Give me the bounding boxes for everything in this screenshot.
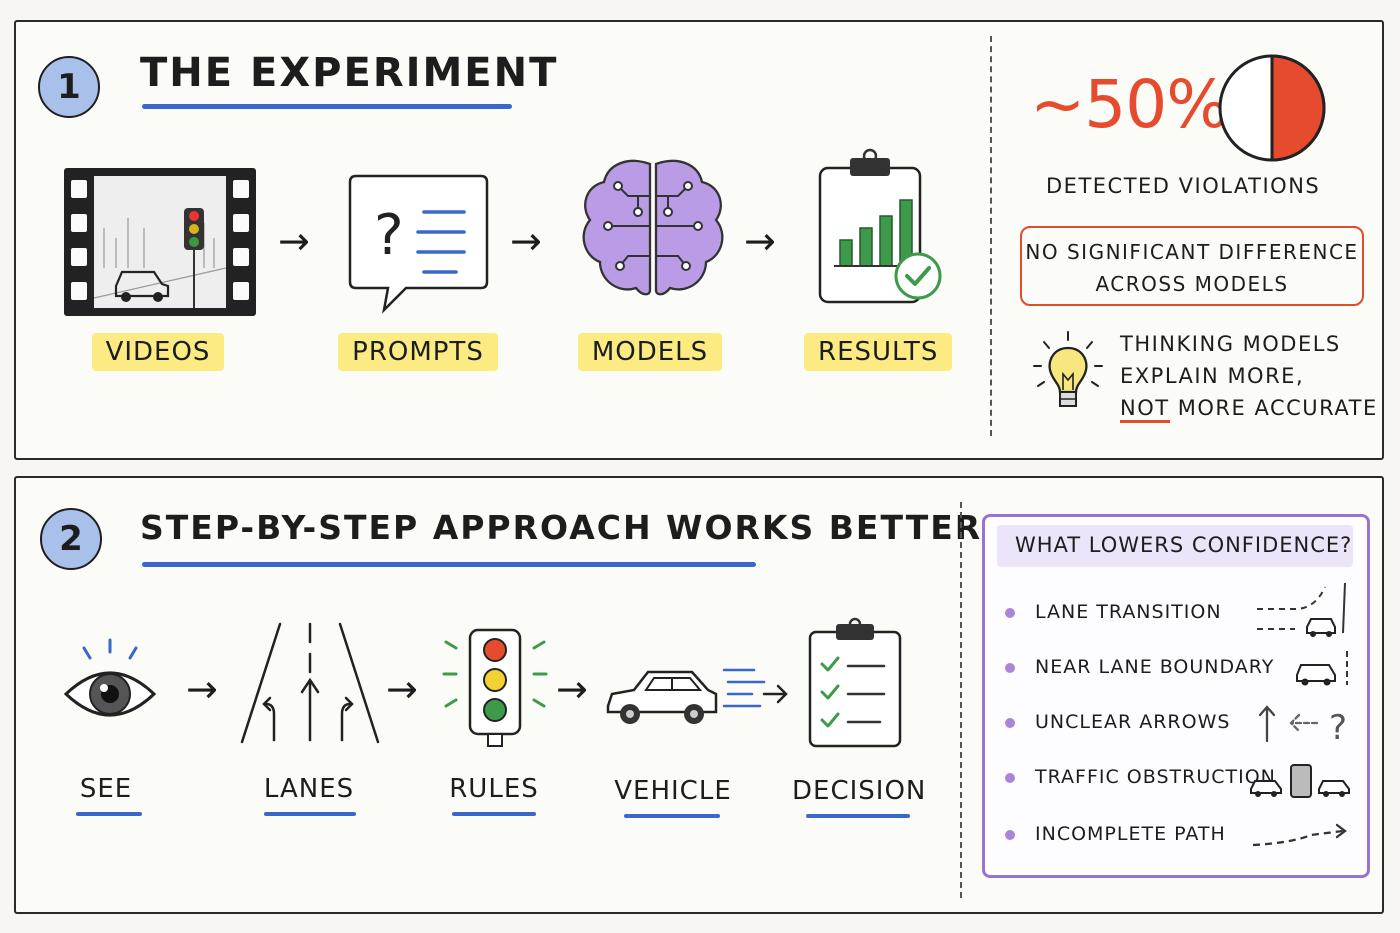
confidence-item-traffic-obstruction: TRAFFIC OBSTRUCTION (1035, 766, 1276, 788)
experiment-panel: 1 THE EXPERIMENT → ? → (14, 20, 1384, 460)
dashed-divider (990, 36, 992, 436)
no-difference-note: NO SIGNIFICANT DIFFERENCE ACROSS MODELS (1020, 226, 1364, 306)
lane-transition-icon (1257, 582, 1346, 637)
confidence-item-lane-transition: LANE TRANSITION (1035, 601, 1222, 623)
insight-not: NOT (1120, 396, 1170, 423)
section2-title: STEP-BY-STEP APPROACH WORKS BETTER (140, 508, 983, 547)
insight-line-2: EXPLAIN MORE, (1120, 364, 1305, 388)
confidence-box: WHAT LOWERS CONFIDENCE? LANE TRANSITION … (982, 514, 1370, 878)
flow-arrow: → (278, 219, 310, 263)
obstruction-icon (1250, 764, 1350, 798)
note-line-1: NO SIGNIFICANT DIFFERENCE (1025, 240, 1359, 264)
unclear-arrows-icon: ? (1258, 705, 1347, 748)
title-underline (142, 104, 512, 109)
insight-more-accurate: MORE ACCURATE (1177, 396, 1378, 420)
step-underline (264, 812, 356, 816)
step-underline (624, 814, 720, 818)
brain-icon (582, 159, 724, 296)
confidence-item-unclear-arrows: UNCLEAR ARROWS (1035, 711, 1231, 733)
flow-arrow: → (186, 667, 218, 711)
flow-arrow: → (510, 219, 542, 263)
flow-arrow: → (744, 219, 776, 263)
step-label-results: RESULTS (804, 333, 953, 371)
traffic-light-icon (442, 628, 548, 747)
svg-text:?: ? (1329, 708, 1347, 748)
step-label-rules: RULES (449, 774, 539, 804)
stat-caption: DETECTED VIOLATIONS (1046, 174, 1321, 198)
insight-line-3: NOT MORE ACCURATE (1120, 396, 1378, 423)
step-underline (452, 812, 536, 816)
bullet (1005, 773, 1015, 783)
step-label-decision: DECISION (792, 776, 927, 806)
confidence-item-incomplete-path: INCOMPLETE PATH (1035, 823, 1226, 845)
confidence-item-near-lane-boundary: NEAR LANE BOUNDARY (1035, 656, 1275, 678)
checklist-icon (808, 617, 902, 748)
bullet (1005, 608, 1015, 618)
pie-filled-slice (1270, 54, 1326, 162)
step-label-vehicle: VEHICLE (614, 776, 732, 806)
title-underline (142, 562, 756, 567)
section-number-2: 2 (40, 508, 102, 570)
step-label-videos: VIDEOS (90, 333, 226, 371)
flow-arrow: → (556, 667, 588, 711)
note-line-2: ACROSS MODELS (1095, 272, 1289, 296)
step-label-lanes: LANES (263, 774, 355, 804)
film-icon (64, 168, 256, 316)
clipboard-chart-icon (818, 148, 942, 304)
car-icon (606, 668, 788, 724)
dashed-divider (960, 502, 962, 898)
approach-panel: 2 STEP-BY-STEP APPROACH WORKS BETTER → → (14, 476, 1384, 914)
lane-boundary-car-icon (1296, 651, 1348, 686)
insight-line-1: THINKING MODELS (1120, 332, 1341, 356)
lanes-icon (240, 622, 380, 744)
step-underline (806, 814, 910, 818)
section1-title: THE EXPERIMENT (140, 50, 559, 96)
eye-icon (63, 638, 157, 717)
flow-arrow: → (386, 667, 418, 711)
bullet (1005, 663, 1015, 673)
svg-text:?: ? (374, 203, 404, 268)
dashed-path-icon (1252, 823, 1347, 847)
bullet (1005, 718, 1015, 728)
lightbulb-icon (1033, 331, 1103, 407)
step-label-prompts: PROMPTS (338, 333, 498, 371)
confidence-title: WHAT LOWERS CONFIDENCE? (1015, 533, 1353, 557)
speech-bubble-icon: ? (348, 174, 489, 314)
step-label-models: MODELS (576, 333, 724, 371)
step-label-see: SEE (79, 774, 133, 804)
stat-value: ~50% (1030, 66, 1229, 143)
bullet (1005, 830, 1015, 840)
confidence-title-bg (997, 525, 1353, 567)
section-number-1: 1 (38, 56, 100, 118)
half-pie-icon (1218, 54, 1326, 162)
step-underline (76, 812, 142, 816)
